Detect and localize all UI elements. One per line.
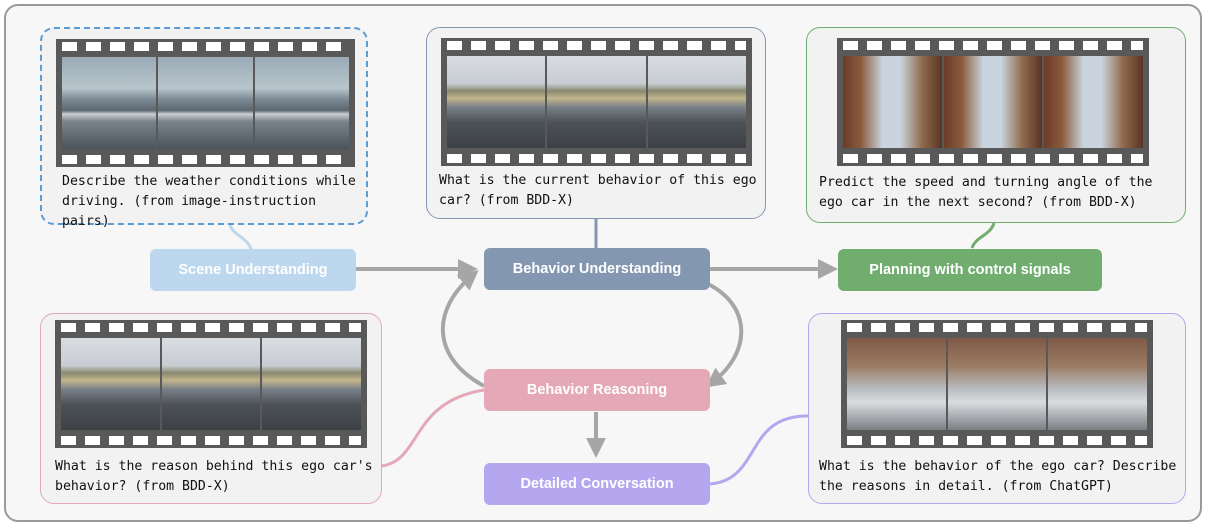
arrow-reasoning-to-behavior	[440, 270, 485, 388]
scene-filmstrip	[56, 39, 355, 167]
reasoning-connector	[381, 388, 485, 468]
video-frame	[947, 338, 1047, 430]
detailed-conversation-node: Detailed Conversation	[484, 463, 710, 505]
reasoning-filmstrip	[55, 320, 367, 448]
planning-card-caption: Predict the speed and turning angle of t…	[819, 175, 1153, 210]
behavior-filmstrip	[441, 38, 752, 166]
video-frame	[254, 57, 349, 149]
video-frame	[61, 338, 160, 430]
video-frame	[161, 338, 261, 430]
video-frame	[1044, 56, 1144, 148]
video-frame	[62, 57, 157, 149]
planning-filmstrip	[837, 38, 1149, 166]
scene-understanding-node: Scene Understanding	[150, 249, 356, 291]
behavior-card: What is the current behavior of this ego…	[426, 27, 766, 219]
behavior-understanding-node: Behavior Understanding	[484, 248, 710, 290]
scene-card-caption: Describe the weather conditions while dr…	[62, 174, 356, 229]
conversation-card-caption: What is the behavior of the ego car? Des…	[819, 459, 1177, 494]
video-frame	[843, 56, 942, 148]
scene-connector	[228, 223, 254, 253]
video-frame	[847, 338, 946, 430]
video-frame	[447, 56, 546, 148]
behavior-card-caption: What is the current behavior of this ego…	[439, 173, 757, 208]
video-frame	[262, 338, 362, 430]
video-frame	[547, 56, 646, 148]
arrow-behavior-to-reasoning	[705, 282, 744, 388]
conversation-card: What is the behavior of the ego car? Des…	[808, 313, 1186, 504]
behavior-reasoning-node: Behavior Reasoning	[484, 369, 710, 411]
conversation-connector	[709, 414, 811, 486]
planning-node: Planning with control signals	[838, 249, 1102, 291]
reasoning-card-caption: What is the reason behind this ego car's…	[55, 459, 373, 494]
video-frame	[158, 57, 253, 149]
video-frame	[647, 56, 746, 148]
scene-card: Describe the weather conditions while dr…	[40, 27, 368, 229]
video-frame	[943, 56, 1043, 148]
video-frame	[1048, 338, 1148, 430]
reasoning-card: What is the reason behind this ego car's…	[40, 313, 382, 504]
planning-connector	[970, 222, 996, 249]
planning-card: Predict the speed and turning angle of t…	[806, 27, 1186, 223]
conversation-filmstrip	[841, 320, 1153, 448]
